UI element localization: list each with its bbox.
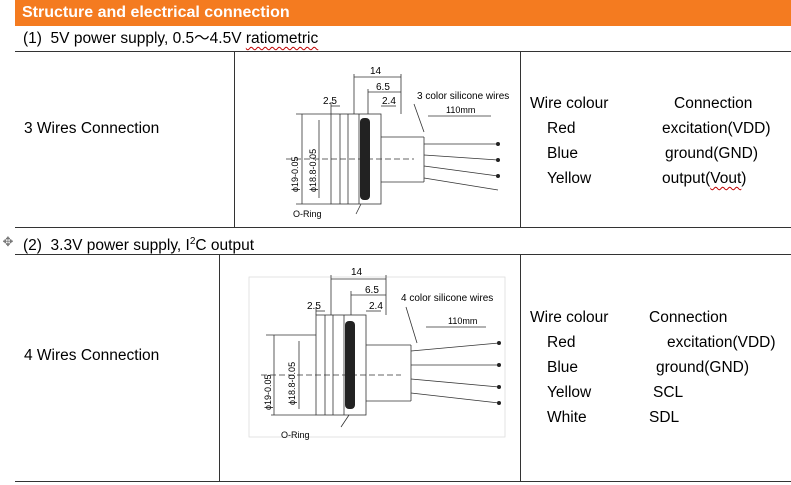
sensor-drawing-4wire: 14 6.5 2.5 2.4 110mm 4 color silicone wi…	[248, 267, 506, 440]
section2-title-suffix: C output	[195, 237, 255, 255]
wire-color: Red	[547, 334, 576, 351]
oring-label: O-Ring	[281, 430, 310, 440]
dim-110mm: 110mm	[446, 105, 475, 115]
dim-2-4: 2.4	[369, 301, 383, 312]
wires-note: 4 color silicone wires	[401, 293, 493, 304]
connection-header: Connection	[674, 95, 753, 112]
section1-row-label: 3 Wires Connection	[24, 120, 160, 137]
section-header: Structure and electrical connection	[15, 0, 791, 26]
sensor-drawing-3wire: 14 6.5 2.5 2.4 110mm 3 color silicone wi…	[286, 66, 509, 219]
wire-color: Yellow	[547, 170, 592, 187]
section2-title: (2) 3.3V power supply, I2C output	[15, 230, 791, 254]
wire-connection: output(Vout)	[662, 170, 746, 188]
dim-110mm: 110mm	[448, 316, 477, 326]
header-title: Structure and electrical connection	[22, 4, 290, 21]
section2-title-sup: 2	[189, 236, 196, 247]
dia-outer: ϕ19-0.05	[263, 374, 273, 410]
oring-label: O-Ring	[293, 209, 322, 219]
wire-color: Blue	[547, 359, 579, 376]
dim-6-5: 6.5	[376, 82, 390, 93]
section2-table: 4 Wires Connection	[15, 254, 791, 482]
dim-2-5: 2.5	[307, 301, 321, 312]
wire-colour-header: Wire colour	[530, 95, 609, 112]
connection-marked: Vout	[710, 170, 742, 187]
wire-connection: excitation(VDD)	[667, 334, 776, 351]
sensor-diagram-4wire: 14 6.5 2.5 2.4 110mm 4 color silicone wi…	[221, 255, 519, 481]
table-divider	[520, 255, 521, 481]
dia-outer: ϕ19-0.05	[290, 156, 300, 192]
sensor-diagram-3wire: 14 6.5 2.5 2.4 110mm 3 color silicone wi…	[236, 52, 519, 227]
move-icon[interactable]: ✥	[2, 234, 14, 249]
section1-table: 3 Wires Connection	[15, 51, 791, 228]
dim-14: 14	[370, 66, 382, 77]
section1-title: (1) 5V power supply, 0.5～4.5V ratiometri…	[15, 27, 791, 51]
dim-14: 14	[351, 267, 363, 278]
wire-colour-header: Wire colour	[530, 309, 609, 326]
table-divider	[234, 52, 235, 227]
table-divider	[219, 255, 220, 481]
table-divider	[520, 52, 521, 227]
connection-suffix: )	[741, 170, 747, 187]
section1-title-text: (1) 5V power supply, 0.5～4.5V	[23, 30, 246, 47]
dim-2-5: 2.5	[323, 96, 337, 107]
wire-connection: ground(GND)	[665, 145, 759, 162]
dim-6-5: 6.5	[365, 285, 379, 296]
wire-color: Blue	[547, 145, 579, 162]
wires-note: 3 color silicone wires	[417, 91, 509, 102]
connection-header: Connection	[649, 309, 728, 326]
wire-connection: ground(GND)	[656, 359, 750, 376]
wire-color: Red	[547, 120, 576, 137]
wire-connection: SCL	[653, 384, 684, 401]
wire-color: White	[547, 409, 587, 426]
dia-inner: ϕ18.8-0.05	[308, 149, 318, 192]
wire-connection: excitation(VDD)	[662, 120, 771, 137]
wire-connection: SDL	[649, 409, 680, 426]
dim-2-4: 2.4	[382, 96, 396, 107]
section2-title-prefix: (2) 3.3V power supply, I	[23, 237, 190, 255]
section2-row-label: 4 Wires Connection	[24, 347, 160, 364]
section1-title-marked: ratiometric	[245, 30, 319, 47]
wire-color: Yellow	[547, 384, 592, 401]
dia-inner: ϕ18.8-0.05	[287, 362, 297, 405]
connection-prefix: output(	[662, 170, 711, 187]
